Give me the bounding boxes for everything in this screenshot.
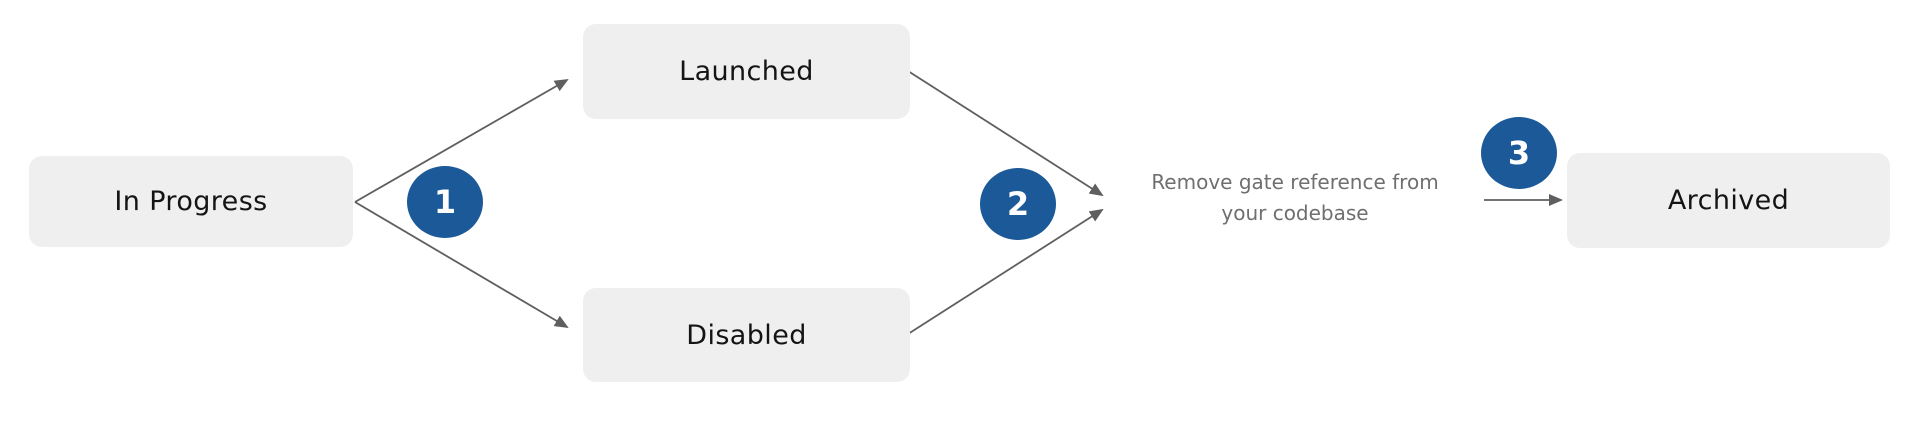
node-disabled-label: Disabled: [686, 319, 807, 351]
annotation-line-1: Remove gate reference from: [1151, 170, 1439, 194]
step-badge-2: 2: [980, 168, 1056, 240]
arrow-disabled-to-merge: [907, 208, 1104, 335]
step-badge-1: 1: [407, 166, 483, 238]
annotation-remove-gate-reference: Remove gate reference from your codebase: [1134, 167, 1456, 229]
step-badge-3: 3: [1481, 117, 1557, 189]
node-in-progress: In Progress: [29, 156, 353, 247]
node-disabled: Disabled: [583, 288, 910, 382]
node-in-progress-label: In Progress: [114, 186, 268, 217]
arrow-in-progress-to-launched: [354, 79, 569, 203]
step-badge-3-number: 3: [1507, 134, 1531, 172]
node-archived: Archived: [1567, 153, 1890, 248]
annotation-line-2: your codebase: [1221, 201, 1369, 225]
arrow-launched-to-merge: [907, 70, 1104, 197]
arrow-in-progress-to-disabled: [354, 201, 569, 329]
node-archived-label: Archived: [1667, 185, 1790, 216]
node-launched-label: Launched: [679, 56, 814, 87]
step-badge-2-number: 2: [1006, 185, 1030, 223]
step-badge-1-number: 1: [433, 183, 457, 221]
node-launched: Launched: [583, 24, 910, 119]
